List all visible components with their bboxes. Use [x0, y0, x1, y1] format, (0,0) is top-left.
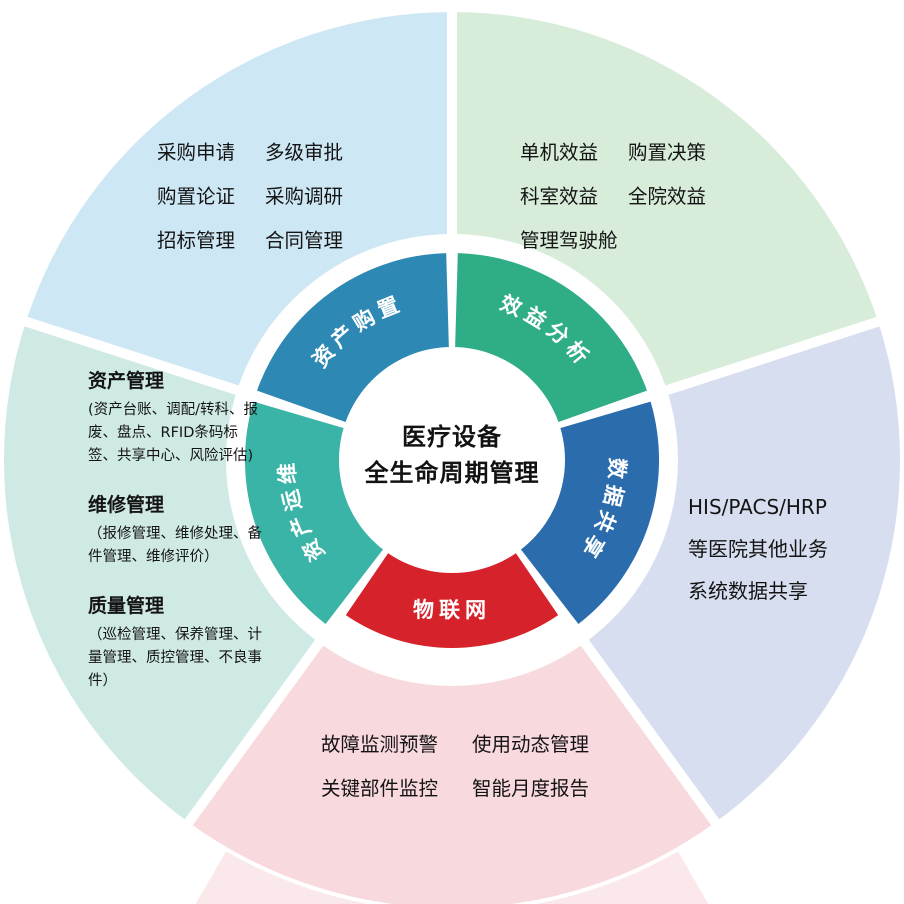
detail-item: 采购调研 [265, 184, 344, 208]
operations-group-title: 质量管理 [88, 595, 165, 617]
ring-segment-asset-operations [244, 401, 384, 624]
detail-row: 单机效益 购置决策 [520, 128, 760, 172]
detail-item: 科室效益 [520, 184, 599, 208]
sector-divider [3, 310, 264, 403]
detail-item: 购置决策 [628, 140, 707, 164]
detail-item: 故障监测预警 [320, 732, 438, 756]
detail-item: 管理驾驶舱 [520, 228, 618, 252]
center-title-line1: 医疗设备 [402, 423, 502, 451]
center-title-line2: 全生命周期管理 [364, 459, 540, 487]
sector-divider [565, 618, 733, 844]
detail-row: 管理驾驶舱 [520, 216, 760, 260]
detail-item: 单机效益 [520, 140, 599, 164]
detail-item: 全院效益 [628, 184, 707, 208]
sector-iot [188, 642, 716, 904]
center-circle [339, 347, 565, 573]
detail-item: 购置论证 [156, 184, 235, 208]
sector-divider [640, 310, 901, 403]
sector-data-sharing [584, 321, 900, 823]
operations-group-detail: （报修管理、维修处理、备件管理、维修评价） [88, 526, 262, 565]
detail-item: 多级审批 [265, 140, 344, 164]
detail-row: 故障监测预警 使用动态管理 [272, 720, 638, 764]
detail-row: 关键部件监控 智能月度报告 [272, 764, 638, 808]
sector-asset-acquisition [25, 11, 453, 391]
sector-divider [171, 618, 339, 844]
operations-group: 维修管理 （报修管理、维修处理、备件管理、维修评价） [88, 490, 266, 569]
detail-row: 科室效益 全院效益 [520, 172, 760, 216]
ring-segment-benefit-analysis [455, 253, 647, 423]
iot-outer-band [195, 851, 709, 904]
operations-group-detail: (资产台账、调配/转科、报废、盘点、RFID条码标签、共享中心、风险评估) [88, 402, 259, 464]
detail-line: 系统数据共享 [688, 579, 808, 603]
ring-segment-asset-acquisition [257, 253, 449, 423]
benefit-details: 单机效益 购置决策 科室效益 全院效益 管理驾驶舱 [520, 128, 760, 260]
operations-group-title: 维修管理 [88, 494, 165, 516]
acquisition-details: 采购申请 多级审批 购置论证 采购调研 招标管理 合同管理 [142, 128, 358, 260]
ring-segment-data-sharing [520, 401, 660, 624]
sector-asset-operations [4, 321, 320, 823]
operations-group-title: 资产管理 [88, 370, 165, 392]
detail-row: 购置论证 采购调研 [142, 172, 358, 216]
operations-group: 资产管理 (资产台账、调配/转科、报废、盘点、RFID条码标签、共享中心、风险评… [88, 366, 266, 468]
detail-item: 智能月度报告 [472, 776, 590, 800]
ring-label-iot: 物联网 [413, 598, 491, 622]
datashare-details: HIS/PACS/HRP 等医院其他业务 系统数据共享 [688, 486, 828, 612]
detail-item: 使用动态管理 [472, 732, 590, 756]
operations-details: 资产管理 (资产台账、调配/转科、报废、盘点、RFID条码标签、共享中心、风险评… [88, 366, 266, 715]
ring-segment-iot [345, 552, 559, 648]
detail-item: 合同管理 [265, 228, 344, 252]
detail-item: 招标管理 [156, 228, 235, 252]
detail-line: HIS/PACS/HRP [688, 495, 827, 519]
operations-group: 质量管理 （巡检管理、保养管理、计量管理、质控管理、不良事件） [88, 591, 266, 693]
detail-row: 招标管理 合同管理 [142, 216, 358, 260]
operations-group-detail: （巡检管理、保养管理、计量管理、质控管理、不良事件） [88, 627, 262, 689]
sector-benefit-analysis [452, 12, 879, 391]
iot-details: 故障监测预警 使用动态管理 关键部件监控 智能月度报告 [272, 720, 638, 808]
detail-row: 采购申请 多级审批 [142, 128, 358, 172]
detail-item: 采购申请 [156, 140, 235, 164]
detail-line: 等医院其他业务 [688, 537, 828, 561]
detail-item: 关键部件监控 [320, 776, 438, 800]
